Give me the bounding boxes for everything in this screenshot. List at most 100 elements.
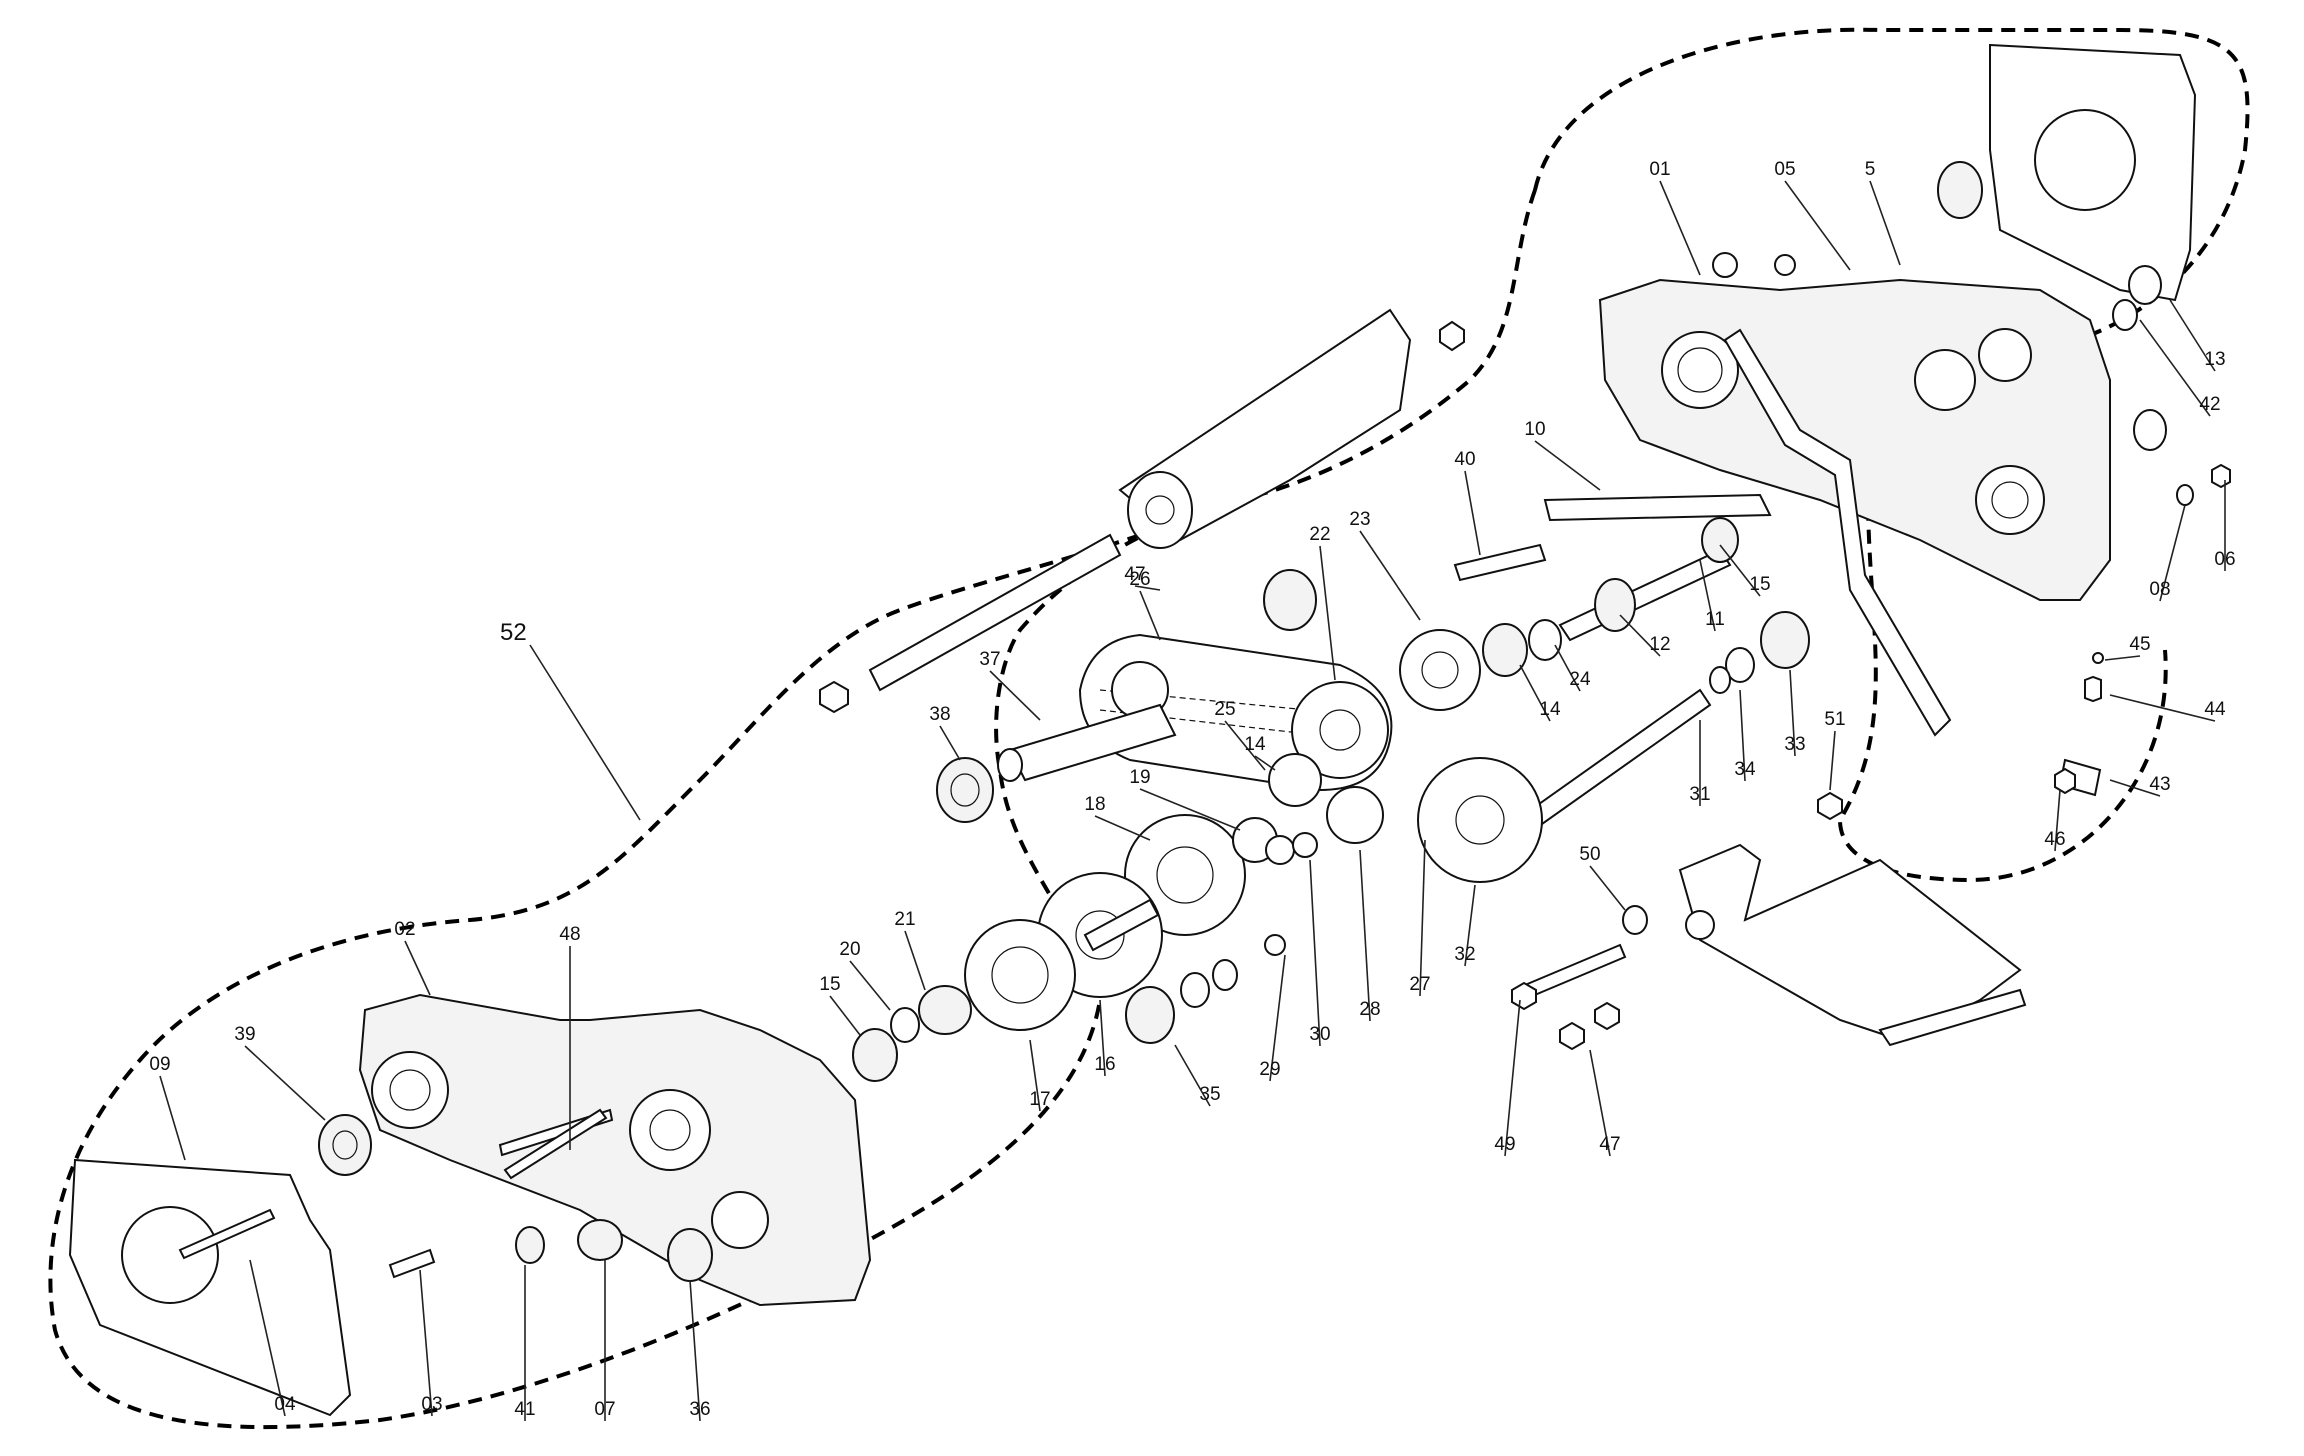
- callout-label-03: 03: [421, 1394, 442, 1415]
- assembly-label: 52: [500, 619, 527, 646]
- callout-leader-lines: [159, 180, 2226, 1422]
- callout-label-27: 27: [1409, 974, 1430, 995]
- callout-label-48: 48: [559, 924, 580, 945]
- callout-label-01: 01: [1649, 159, 1670, 180]
- callout-leader-14: [1254, 755, 1276, 771]
- callout-leader-14: [1519, 664, 1551, 722]
- callout-leader-27: [1419, 839, 1426, 997]
- callout-leader-02: [404, 940, 431, 996]
- callout-leader-47: [1589, 1049, 1611, 1157]
- callout-label-15: 15: [1749, 574, 1770, 595]
- callout-label-49: 49: [1494, 1134, 1515, 1155]
- callout-leader-35: [1174, 1044, 1211, 1107]
- callout-label-11: 11: [1705, 609, 1725, 630]
- callout-label-47: 47: [1124, 564, 1145, 585]
- callout-leader-15: [829, 995, 861, 1036]
- callout-leader-37: [989, 670, 1041, 721]
- callout-label-33: 33: [1784, 734, 1805, 755]
- callout-leader-43: [2109, 779, 2161, 797]
- callout-label-38: 38: [929, 704, 950, 725]
- callout-leader-39: [244, 1045, 326, 1121]
- callout-leader-44: [2109, 694, 2216, 722]
- callout-leader-05: [1784, 180, 1851, 271]
- callout-label-43: 43: [2149, 774, 2170, 795]
- callout-leader-18: [1094, 815, 1151, 841]
- callout-leader-34: [1739, 689, 1746, 782]
- callout-leader-33: [1789, 669, 1796, 757]
- callout-label-04: 04: [274, 1394, 296, 1415]
- callout-leader-5: [1869, 180, 1901, 266]
- left-gear-housing: [358, 993, 872, 1307]
- callout-label-46: 46: [2044, 829, 2065, 850]
- callout-label-17: 17: [1029, 1089, 1050, 1110]
- callout-label-28: 28: [1359, 999, 1380, 1020]
- callout-label-19: 19: [1129, 767, 1150, 788]
- callout-leader-22: [1319, 545, 1336, 681]
- callout-leader-21: [904, 930, 926, 991]
- callout-label-5: 5: [1865, 159, 1876, 180]
- callout-label-02: 02: [394, 919, 415, 940]
- callout-leader-40: [1464, 470, 1481, 556]
- callout-label-16: 16: [1094, 1054, 1115, 1075]
- callout-label-31: 31: [1689, 784, 1710, 805]
- callout-label-09: 09: [149, 1054, 170, 1075]
- callout-label-07: 07: [594, 1399, 615, 1420]
- callout-leader-12: [1619, 614, 1661, 657]
- callout-leader-08: [2159, 504, 2186, 602]
- callout-leader-16: [1099, 999, 1106, 1077]
- hitch-arm: [868, 308, 1465, 692]
- callout-label-18: 18: [1084, 794, 1105, 815]
- callout-label-36: 36: [689, 1399, 710, 1420]
- callout-leader-32: [1464, 884, 1476, 967]
- callout-leader-23: [1359, 530, 1421, 621]
- callout-label-41: 41: [514, 1399, 535, 1420]
- callout-leader-20: [849, 960, 891, 1011]
- callout-leader-09: [159, 1075, 186, 1161]
- callout-leader-11: [1699, 559, 1716, 632]
- callout-label-32: 32: [1454, 944, 1475, 965]
- callout-label-14: 14: [1244, 734, 1266, 755]
- callout-label-45: 45: [2129, 634, 2150, 655]
- chain-drive: [1078, 633, 1393, 792]
- callout-leader-50: [1589, 865, 1626, 911]
- callout-leader-42: [2139, 319, 2211, 417]
- callout-label-08: 08: [2149, 579, 2170, 600]
- callout-leader-03: [419, 1269, 433, 1417]
- callout-label-51: 51: [1824, 709, 1845, 730]
- left-cover-plate: [68, 1158, 352, 1417]
- callout-label-12: 12: [1649, 634, 1670, 655]
- callout-label-24: 24: [1569, 669, 1591, 690]
- callout-leader-49: [1504, 999, 1521, 1157]
- callout-leader-45: [2104, 655, 2141, 661]
- callout-leader-26: [1139, 590, 1161, 641]
- callout-leader-10: [1534, 440, 1601, 491]
- callout-label-05: 05: [1774, 159, 1795, 180]
- callout-label-44: 44: [2204, 699, 2226, 720]
- callout-leader-36: [689, 1279, 701, 1422]
- callout-leader-24: [1554, 644, 1581, 692]
- callout-leader-19: [1139, 788, 1241, 831]
- callout-leader-28: [1359, 849, 1371, 1022]
- callout-leader-13: [2169, 299, 2216, 372]
- callout-label-50: 50: [1579, 844, 1600, 865]
- callout-label-13: 13: [2204, 349, 2225, 370]
- callout-leader-17: [1029, 1039, 1041, 1112]
- assembly-label-leader: [529, 644, 641, 821]
- callout-label-10: 10: [1524, 419, 1545, 440]
- callout-label-47: 47: [1599, 1134, 1620, 1155]
- callout-label-22: 22: [1309, 524, 1330, 545]
- callout-label-42: 42: [2199, 394, 2220, 415]
- callout-label-39: 39: [234, 1024, 255, 1045]
- callout-leader-51: [1829, 730, 1836, 791]
- callout-label-40: 40: [1454, 449, 1475, 470]
- callout-label-20: 20: [839, 939, 860, 960]
- callout-label-15: 15: [819, 974, 840, 995]
- right-gear-housing: [1598, 278, 2111, 601]
- callout-leader-29: [1269, 954, 1286, 1082]
- callout-label-29: 29: [1259, 1059, 1280, 1080]
- callout-label-34: 34: [1734, 759, 1756, 780]
- callout-label-21: 21: [894, 909, 915, 930]
